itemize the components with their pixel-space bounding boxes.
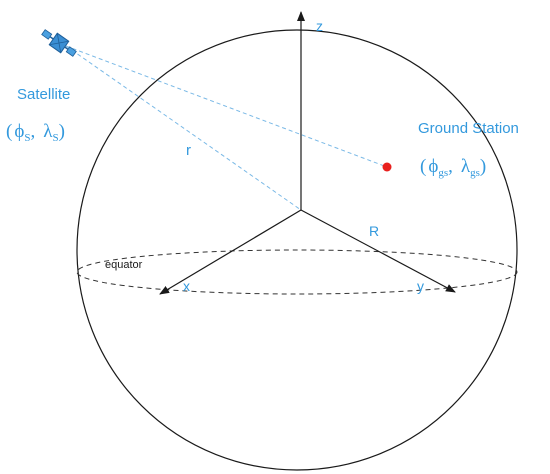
satellite-coords-close: ) <box>59 121 65 142</box>
satellite-coords: (ϕS,λS) <box>6 121 65 144</box>
ground-station-coords-sep: , <box>448 156 453 177</box>
satellite-to-station-line <box>65 45 388 168</box>
ground-station-title: Ground Station <box>418 120 519 137</box>
ground-station-lambda-sub: gs <box>470 167 480 179</box>
radius-label: R <box>369 223 379 239</box>
satellite-title: Satellite <box>17 86 70 103</box>
z-axis-label: z <box>316 18 323 34</box>
satellite-lambda-sub: S <box>52 132 58 144</box>
ground-station-phi: ϕ <box>428 156 438 177</box>
ground-station-phi-sub: gs <box>438 167 448 179</box>
equator-ellipse <box>76 249 518 295</box>
equator-label: equator <box>105 259 143 271</box>
ground-station-coords-open: ( <box>420 156 426 177</box>
satellite-distance-line <box>65 45 302 211</box>
satellite-coords-open: ( <box>6 121 12 142</box>
x-axis-label: x <box>183 278 190 294</box>
ground-station-marker <box>382 162 392 172</box>
sphere-outline <box>76 29 518 471</box>
x-axis <box>159 209 302 295</box>
satellite-coords-sep: , <box>30 121 35 142</box>
ground-station-coords: (ϕgs,λgs) <box>420 156 486 179</box>
ground-station-coords-close: ) <box>480 156 486 177</box>
distance-label: r <box>186 142 191 159</box>
y-axis <box>300 209 456 293</box>
y-axis-label: y <box>417 278 424 294</box>
ground-station-lambda: λ <box>461 156 471 177</box>
satellite-lambda: λ <box>43 121 53 142</box>
satellite-phi: ϕ <box>14 121 24 142</box>
satellite-phi-sub: S <box>24 132 30 144</box>
satellite-icon <box>41 29 77 57</box>
